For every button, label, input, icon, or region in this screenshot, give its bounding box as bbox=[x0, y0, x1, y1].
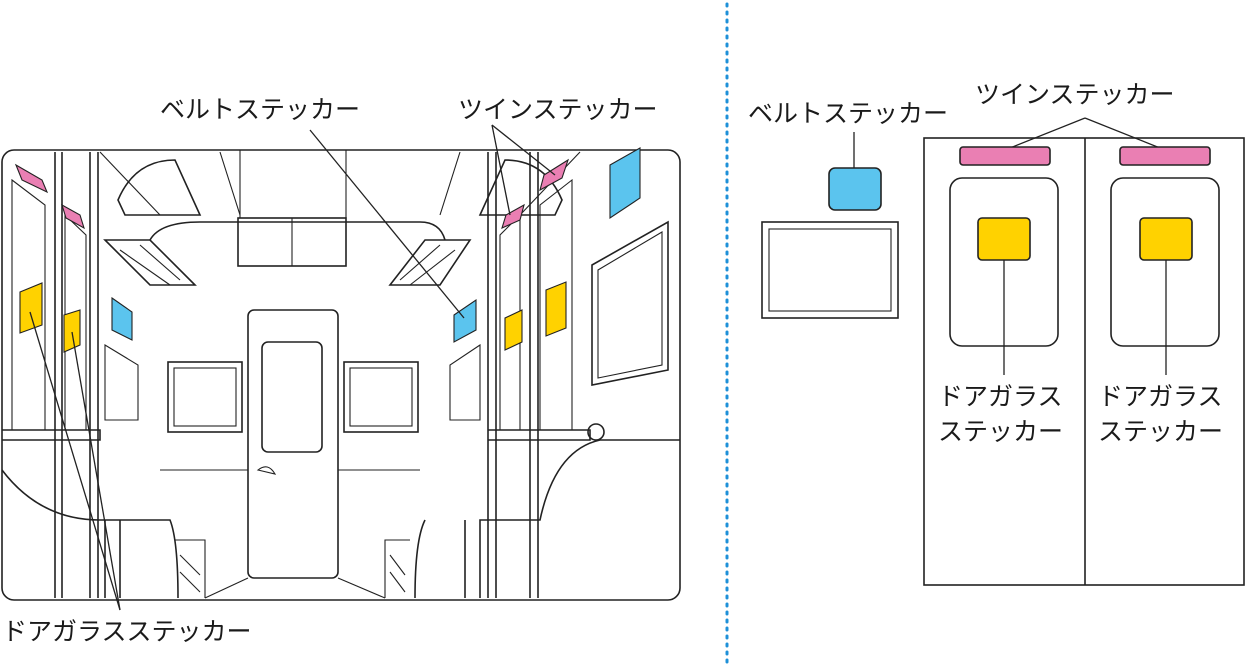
poles bbox=[54, 152, 539, 598]
front-door-glass-right-label-2: ステッカー bbox=[1098, 417, 1223, 446]
twin-sticker bbox=[501, 203, 525, 229]
twin-sticker bbox=[61, 203, 85, 230]
door-glass-sticker bbox=[545, 281, 567, 337]
door-front-view: ベルトステッカー ツインステッカー ドアガラス ステッカー ドアガラス ステッカ… bbox=[748, 80, 1245, 586]
twin-sticker bbox=[1119, 146, 1211, 166]
twin-sticker bbox=[14, 163, 49, 194]
door-glass-sticker bbox=[63, 309, 81, 353]
interior-twin-label: ツインステッカー bbox=[458, 95, 658, 124]
luggage-racks bbox=[103, 239, 472, 286]
door-glass-sticker bbox=[977, 217, 1031, 261]
interior-belt-label: ベルトステッカー bbox=[160, 95, 360, 124]
door-glass-sticker bbox=[19, 282, 43, 334]
door-glass-right bbox=[1110, 177, 1220, 347]
door-glass-sticker bbox=[1139, 217, 1193, 261]
side-window bbox=[761, 221, 899, 319]
front-twin-label: ツインステッカー bbox=[975, 80, 1175, 109]
handrail bbox=[2, 423, 605, 441]
right-wall-windows bbox=[591, 220, 669, 386]
door-glass-sticker bbox=[504, 309, 523, 351]
interior-door-glass-label: ドアガラスステッカー bbox=[2, 617, 252, 646]
end-wall bbox=[160, 309, 420, 579]
train-interior-illustration: ベルトステッカー ツインステッカー ドアガラスステッカー bbox=[1, 95, 681, 646]
front-door-glass-left-label-2: ステッカー bbox=[938, 417, 1063, 446]
front-door-glass-left-label-1: ドアガラス bbox=[938, 382, 1063, 411]
interior-stickers bbox=[14, 147, 641, 353]
twin-sticker bbox=[959, 146, 1051, 166]
belt-sticker bbox=[453, 298, 477, 343]
belt-sticker bbox=[609, 147, 641, 220]
double-door-frame bbox=[923, 137, 1245, 586]
front-belt-label: ベルトステッカー bbox=[748, 99, 948, 128]
belt-sticker bbox=[828, 167, 882, 211]
front-door-glass-right-label-1: ドアガラス bbox=[1098, 382, 1223, 411]
interior-leader-lines bbox=[29, 124, 556, 611]
belt-sticker bbox=[111, 296, 133, 341]
